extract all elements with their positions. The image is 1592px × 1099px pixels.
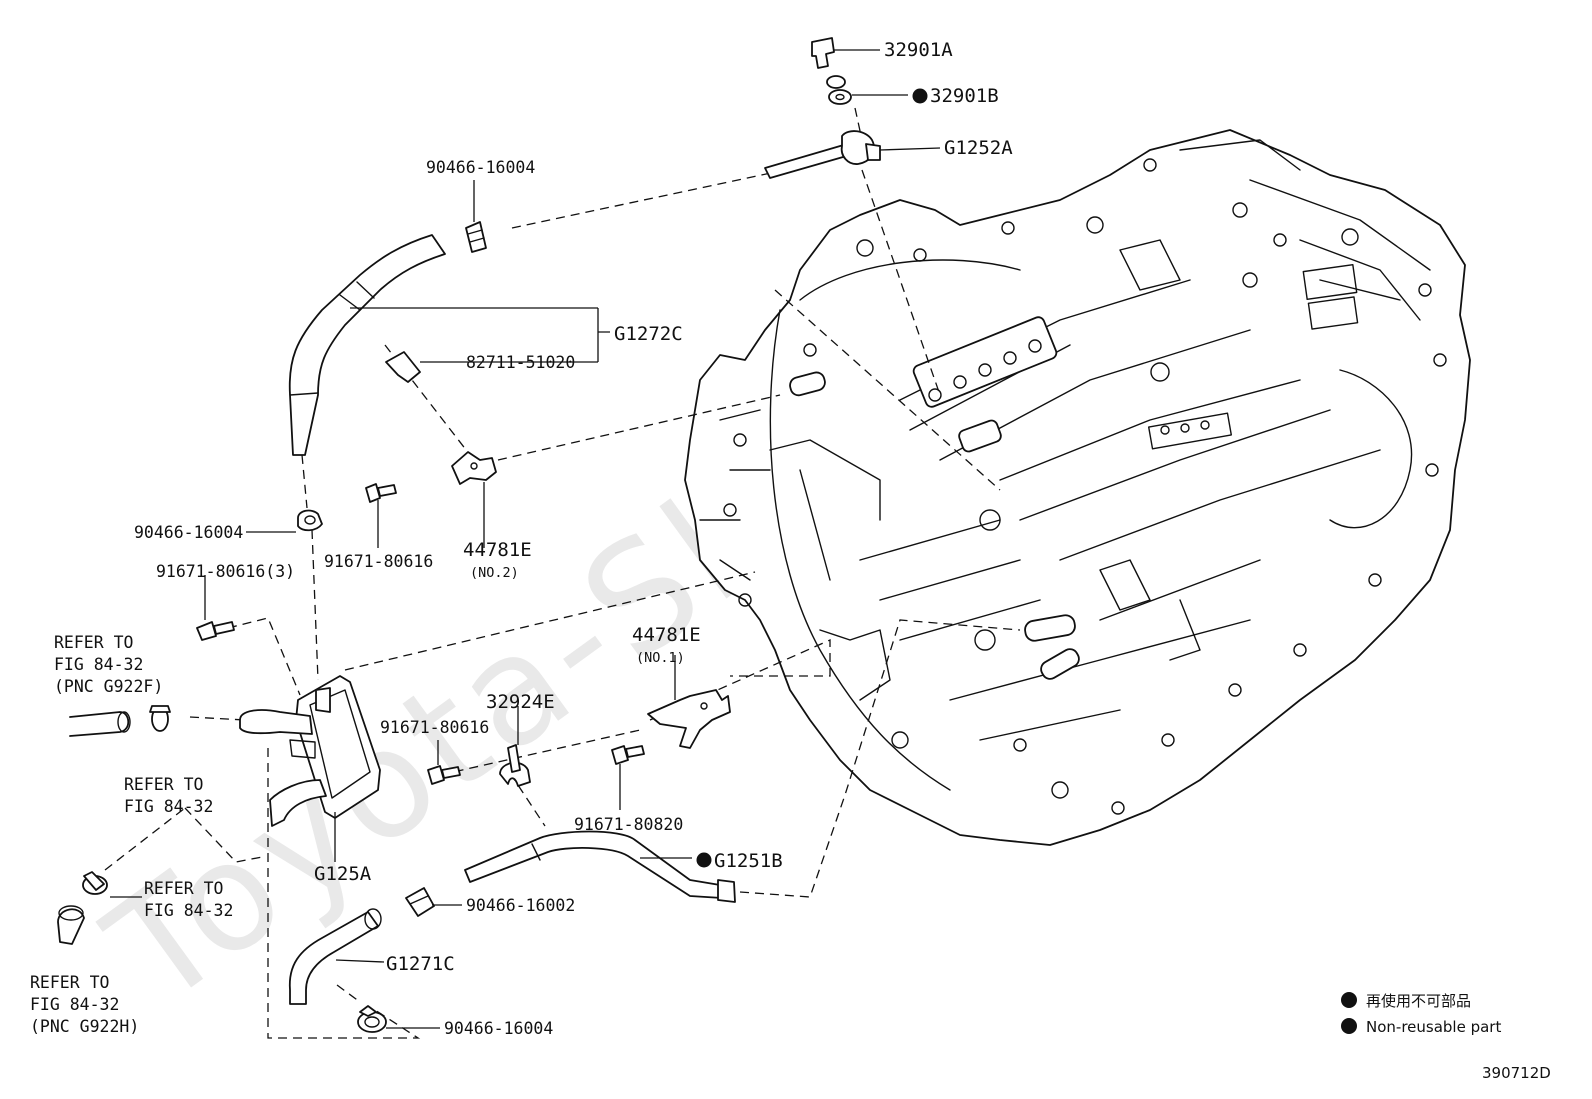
label-90466-16002: 90466-16002: [466, 896, 575, 915]
clamp-90466-16004-top: [465, 221, 487, 253]
bracket-44781e-no1: [647, 689, 731, 749]
washer-32901b: [826, 75, 852, 105]
legend-dot-ja: [1341, 992, 1357, 1008]
label-90466-16004-bottom: 90466-16004: [444, 1019, 553, 1038]
leader-lines: [110, 49, 941, 1029]
part-labels: 32901A 32901B G1252A 90466-16004 G1272C …: [134, 39, 1013, 1038]
label-32901a: 32901A: [884, 39, 953, 61]
non-reusable-dot-32901b: [912, 88, 928, 104]
label-44781e-no1: 44781E: [632, 624, 701, 646]
label-g1251b: G1251B: [714, 850, 783, 872]
refer-note-3-line-1: REFER TO: [144, 879, 223, 898]
label-91671-80616-b: 91671-80616: [380, 718, 489, 737]
union-pipe-g1252a: [764, 130, 881, 179]
refer-note-2-line-1: REFER TO: [124, 775, 203, 794]
hose-g1271c: [288, 908, 382, 1005]
label-32924e: 32924E: [486, 691, 555, 713]
label-91671-80820: 91671-80820: [574, 815, 683, 834]
refer-note-4-line-3: (PNC G922H): [30, 1017, 139, 1036]
transaxle-assembly: [684, 129, 1471, 846]
refer-note-1-line-2: FIG 84-32: [54, 655, 143, 674]
clip-82711-51020: [385, 351, 421, 383]
hose-g1272c: [288, 234, 446, 456]
label-g1272c: G1272C: [614, 323, 683, 345]
label-82711-51020: 82711-51020: [466, 353, 575, 372]
clamp-90466-16004-left: [297, 509, 323, 532]
hose-end-g922h: [57, 905, 85, 945]
oil-cooler-g125a: [239, 675, 381, 827]
legend: 再使用不可部品 Non-reusable part: [1341, 992, 1501, 1036]
label-44781e-no1-sub: (NO.1): [636, 650, 685, 666]
bolt-32901a: [811, 37, 835, 69]
label-90466-16004-top: 90466-16004: [426, 158, 535, 177]
bolt-91671-80616-upper: [365, 483, 397, 503]
label-90466-16004-left: 90466-16004: [134, 523, 243, 542]
label-g1271c: G1271C: [386, 953, 455, 975]
refer-note-4-line-2: FIG 84-32: [30, 995, 119, 1014]
label-g1252a: G1252A: [944, 137, 1013, 159]
label-91671-80616-x3: 91671-80616(3): [156, 562, 295, 581]
pipe-g1251b: [464, 830, 736, 903]
label-44781e-no2: 44781E: [463, 539, 532, 561]
refer-note-3-line-2: FIG 84-32: [144, 901, 233, 920]
label-g125a: G125A: [314, 863, 372, 885]
refer-note-1-line-3: (PNC G922F): [54, 677, 163, 696]
clamp-g922f-side: [149, 705, 171, 732]
diagram-id: 390712D: [1482, 1064, 1551, 1082]
non-reusable-dot-g1251b: [696, 852, 712, 868]
label-91671-80616-a: 91671-80616: [324, 552, 433, 571]
bracket-44781e-no2: [451, 451, 497, 485]
label-44781e-no2-sub: (NO.2): [470, 565, 519, 581]
bolt-91671-80616-x3: [196, 621, 235, 641]
clamp-90466-16004-bottom: [357, 1005, 387, 1033]
refer-note-4-line-1: REFER TO: [30, 973, 109, 992]
hose-end-g922f: [69, 711, 131, 737]
legend-text-ja: 再使用不可部品: [1366, 992, 1471, 1010]
legend-dot-en: [1341, 1018, 1357, 1034]
label-32901b: 32901B: [930, 85, 999, 107]
connection-dashed-lines: [104, 107, 1021, 1039]
refer-note-1-line-1: REFER TO: [54, 633, 133, 652]
refer-notes: REFER TO FIG 84-32 (PNC G922F) REFER TO …: [30, 633, 233, 1036]
legend-text-en: Non-reusable part: [1366, 1018, 1501, 1036]
clip-90466-16002: [405, 887, 435, 917]
refer-note-2-line-2: FIG 84-32: [124, 797, 213, 816]
bolt-91671-80616-lower: [427, 765, 461, 785]
bolt-91671-80820: [611, 745, 645, 765]
clamp-32924e: [499, 744, 531, 787]
clamp-g922h-side: [82, 871, 108, 895]
